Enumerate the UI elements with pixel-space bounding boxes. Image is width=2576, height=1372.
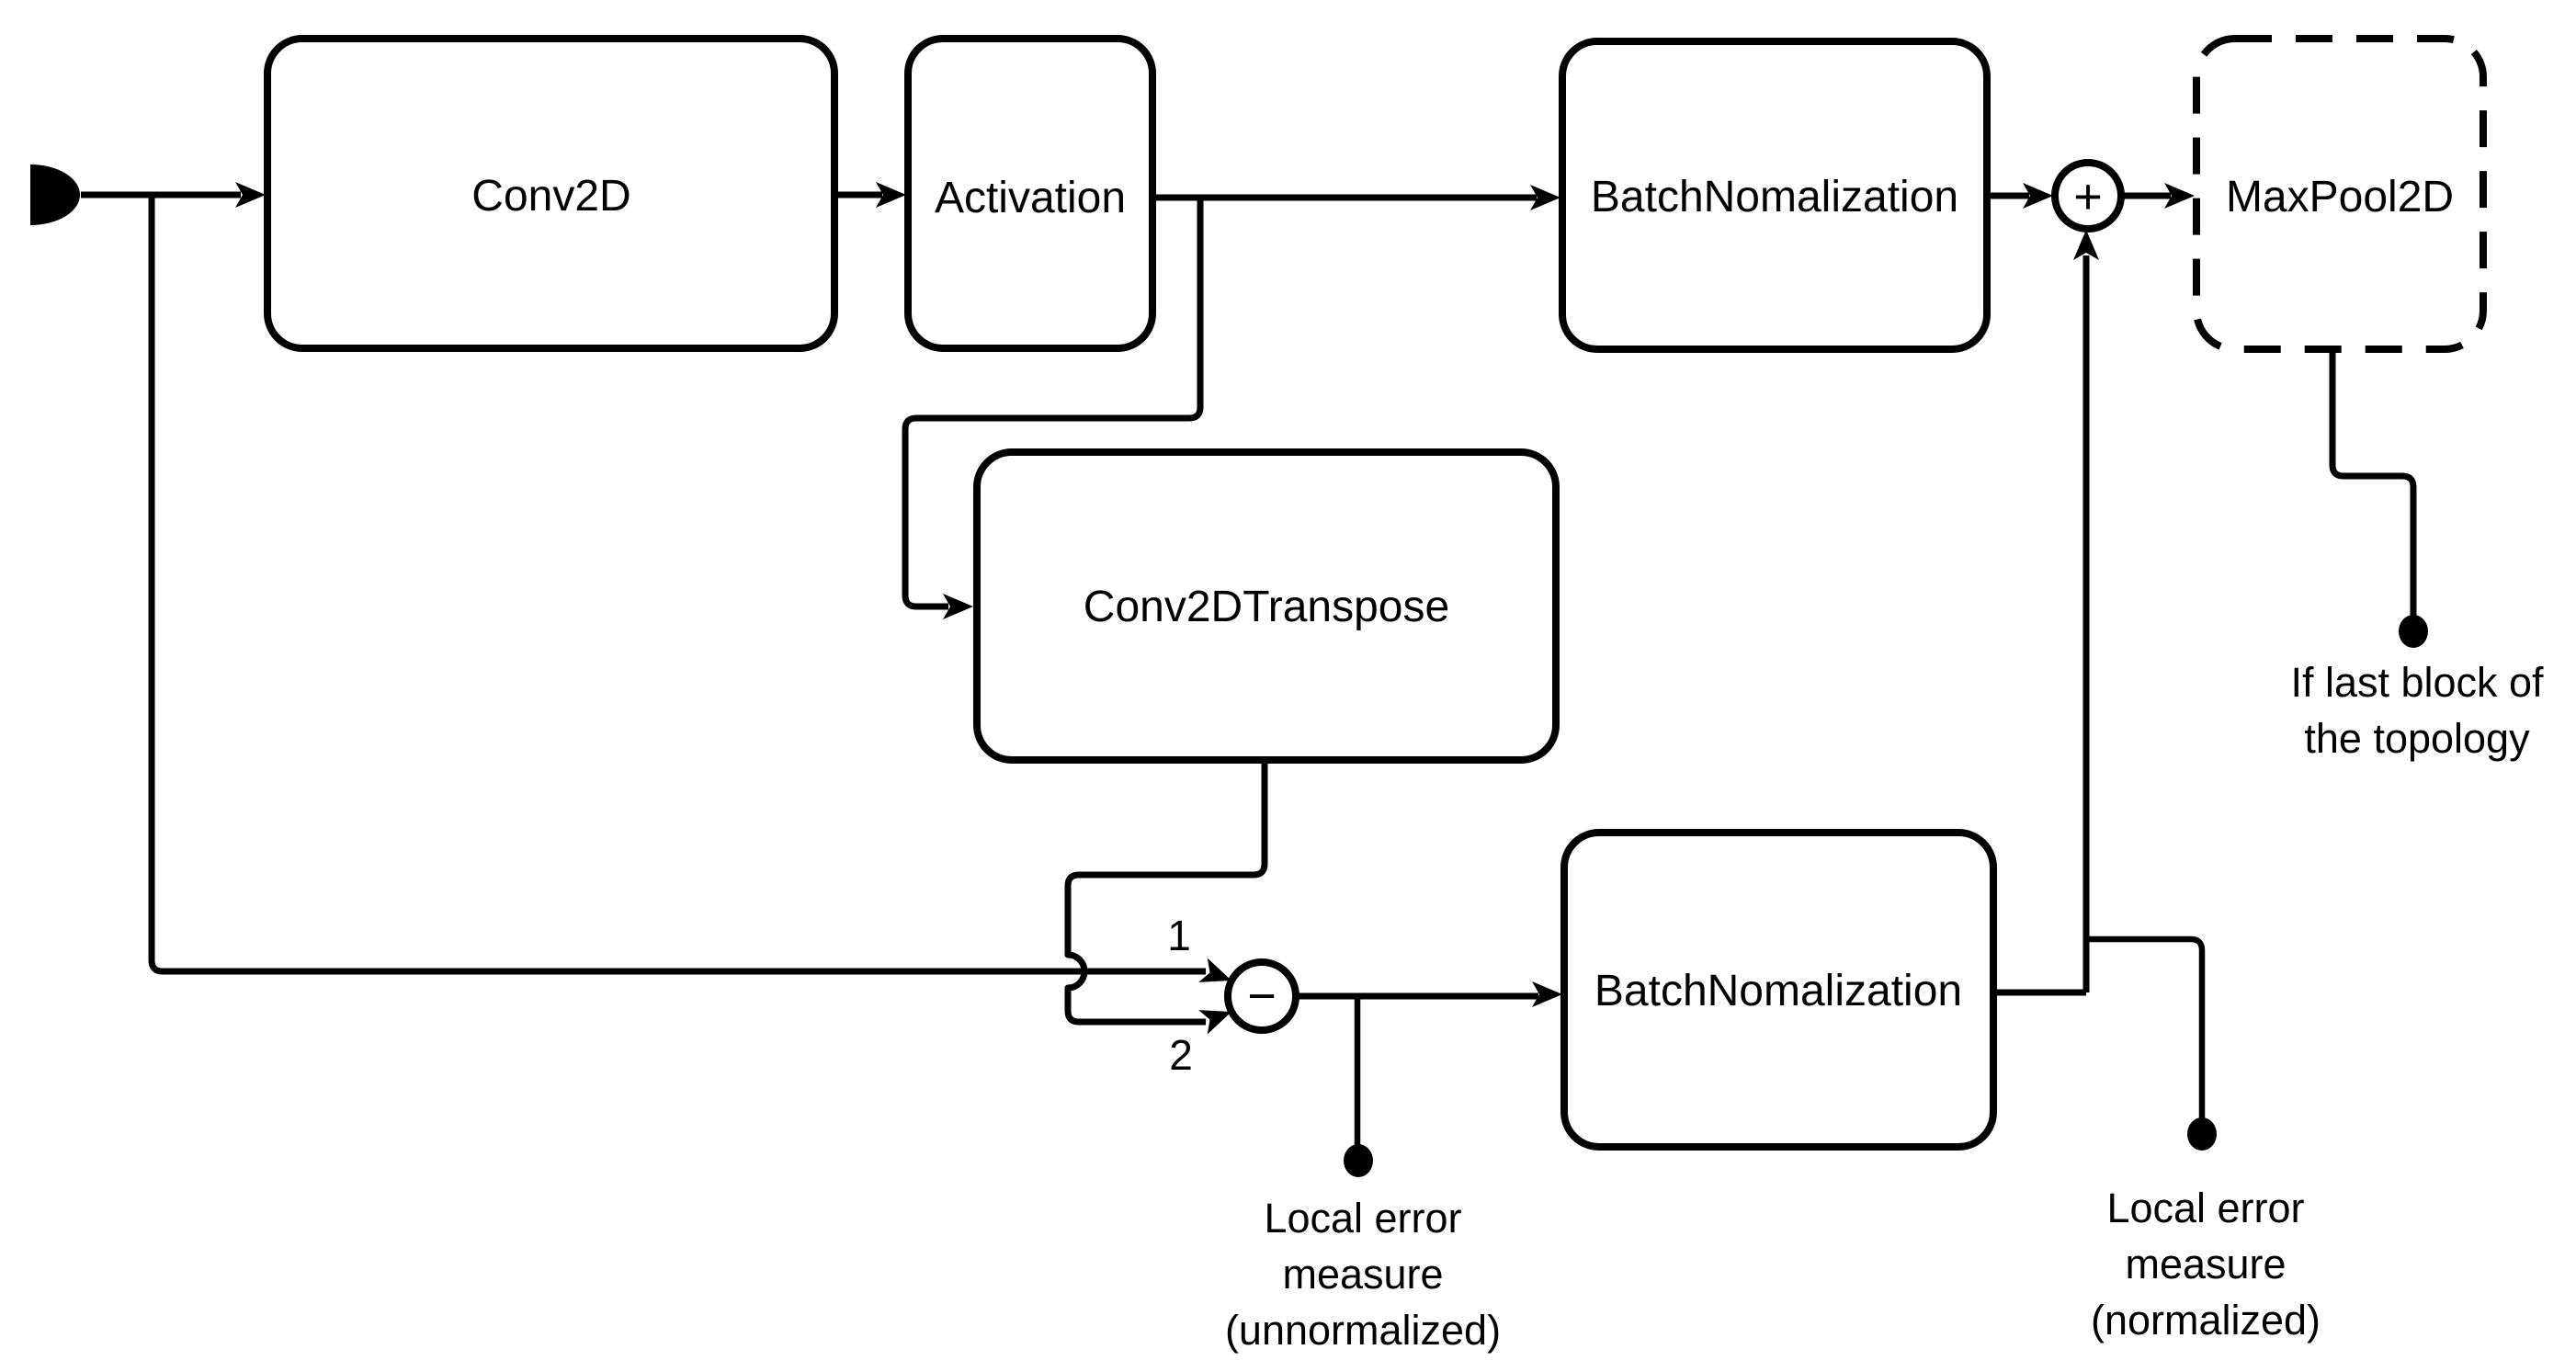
edge-input-branch-to-subtract bbox=[148, 195, 1206, 975]
arrowhead-into-sum-bottom bbox=[2073, 230, 2099, 260]
node-conv2dtranspose-label: Conv2DTranspose bbox=[1084, 583, 1449, 631]
sum-node bbox=[2051, 159, 2125, 232]
minus-icon: − bbox=[1247, 969, 1277, 1024]
arrowhead-into-activation bbox=[876, 182, 906, 208]
arrowhead-into-batchnorm-bottom bbox=[1532, 981, 1562, 1007]
edge-activation-branch-to-conv2dtranspose bbox=[902, 198, 1204, 610]
terminal-dot-last-block bbox=[2399, 615, 2428, 648]
node-maxpool-label: MaxPool2D bbox=[2226, 173, 2454, 221]
node-conv2d bbox=[264, 35, 838, 352]
subtract-input1-label: 1 bbox=[1167, 912, 1191, 959]
arrowhead-into-conv2dtranspose bbox=[943, 594, 973, 619]
terminal-dot-unnormalized bbox=[1344, 1144, 1373, 1177]
arrowhead-into-subtract-input2 bbox=[1198, 1010, 1231, 1035]
subtract-node bbox=[1224, 958, 1299, 1034]
annotation-last-block-line2: the topology bbox=[2304, 715, 2530, 762]
plus-icon: + bbox=[2073, 169, 2103, 224]
annotation-normalized-line1: Local error bbox=[2106, 1185, 2304, 1231]
edge-maxpool-to-last-block-dot bbox=[2329, 350, 2417, 618]
node-maxpool bbox=[2193, 35, 2487, 353]
node-batchnorm-top-label: BatchNomalization bbox=[1591, 173, 1958, 221]
annotation-normalized-line3: (normalized) bbox=[2091, 1297, 2321, 1344]
arrowhead-into-sum-left bbox=[2023, 183, 2053, 209]
node-batchnorm-top bbox=[1559, 38, 1991, 353]
annotation-unnormalized-line1: Local error bbox=[1264, 1195, 1461, 1242]
node-batchnorm-bottom-label: BatchNomalization bbox=[1594, 967, 1962, 1015]
arrowhead-into-maxpool bbox=[2164, 183, 2195, 209]
arrowhead-into-batchnorm-top bbox=[1530, 185, 1560, 210]
node-activation bbox=[904, 35, 1156, 352]
arrowhead-into-subtract-input1 bbox=[1198, 958, 1231, 982]
node-conv2d-label: Conv2D bbox=[471, 172, 630, 221]
node-batchnorm-bottom bbox=[1560, 829, 1997, 1151]
node-conv2dtranspose bbox=[973, 448, 1560, 764]
arrowhead-into-conv2d bbox=[235, 182, 266, 208]
subtract-input2-label: 2 bbox=[1169, 1031, 1193, 1079]
start-node bbox=[30, 164, 80, 225]
edge-tap-normalized bbox=[2086, 935, 2206, 1119]
annotation-last-block-line1: If last block of bbox=[2290, 659, 2544, 706]
edge-conv2dtranspose-to-subtract bbox=[1064, 760, 1268, 1026]
edge-batchnorm-bottom-to-sum bbox=[1993, 255, 2090, 996]
annotation-unnormalized-line3: (unnormalized) bbox=[1225, 1307, 1501, 1354]
annotation-normalized-line2: measure bbox=[2125, 1241, 2286, 1287]
terminal-dot-normalized bbox=[2187, 1117, 2217, 1151]
node-activation-label: Activation bbox=[935, 174, 1126, 222]
annotation-unnormalized-line2: measure bbox=[1282, 1251, 1443, 1298]
